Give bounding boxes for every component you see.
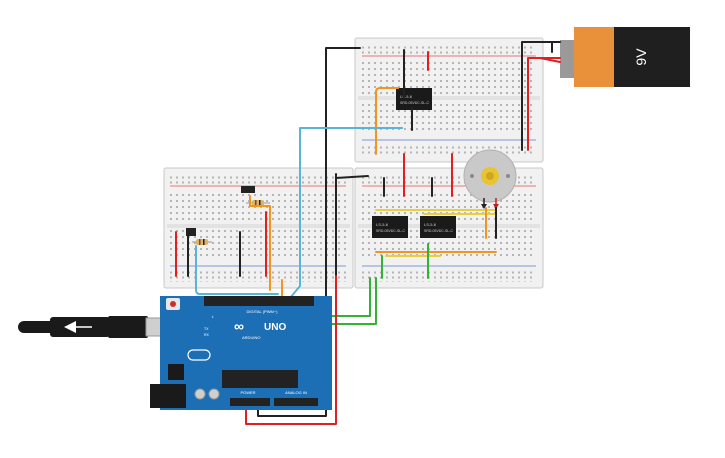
header-analog-label: ANALOG IN [285,390,307,395]
relay-top-line2: SRD-05VDC-SL-C [400,101,429,105]
sub-brand-label: ARDUINO [242,335,260,340]
board-oval [187,349,211,361]
battery-label: 9V [633,48,649,66]
relay-right-line1: LS-5-6 [424,222,437,227]
relay-right[interactable]: LS-5-6 SRD-05VDC-SL-C [420,216,456,238]
digital-header[interactable] [204,296,314,306]
breadboard-top-right[interactable] [354,37,544,163]
relay-left-line1: LS-5-6 [376,222,389,227]
relay-top-line1: LS-5-6 [400,94,413,99]
voltage-regulator [168,364,184,380]
relay-left[interactable]: LS-5-6 SRD-05VDC-SL-C [372,216,408,238]
led-l: L [212,315,214,319]
battery-terminals [560,40,576,78]
resistor-2[interactable] [192,239,212,245]
wires[interactable] [175,41,561,425]
analog-header[interactable] [274,398,318,406]
header-power-label: POWER [240,390,255,395]
dc-motor[interactable] [463,149,517,209]
usb-cable[interactable] [18,316,169,338]
transistor-2[interactable] [186,228,196,236]
atmega-chip [222,370,298,388]
transistor-1[interactable] [241,186,255,193]
arduino-uno[interactable]: DIGITAL (PWM~) ∞ UNO ARDUINO TX RX L POW… [150,296,332,410]
battery-cap [574,27,616,87]
brand-label: UNO [264,322,286,333]
battery-9v[interactable]: 9V [560,27,690,87]
power-header[interactable] [230,398,270,406]
infinity-logo: ∞ [234,318,244,334]
led-rx: RX [204,333,210,337]
relay-top[interactable]: LS-5-6 SRD-05VDC-SL-C [396,88,432,110]
led-tx: TX [204,327,209,331]
relay-left-line2: SRD-05VDC-SL-C [376,229,405,233]
battery-body [614,27,690,87]
power-jack[interactable] [150,384,186,408]
breadboard-left[interactable] [163,167,354,289]
relay-right-line2: SRD-05VDC-SL-C [424,229,453,233]
header-digital-label: DIGITAL (PWM~) [247,309,279,314]
